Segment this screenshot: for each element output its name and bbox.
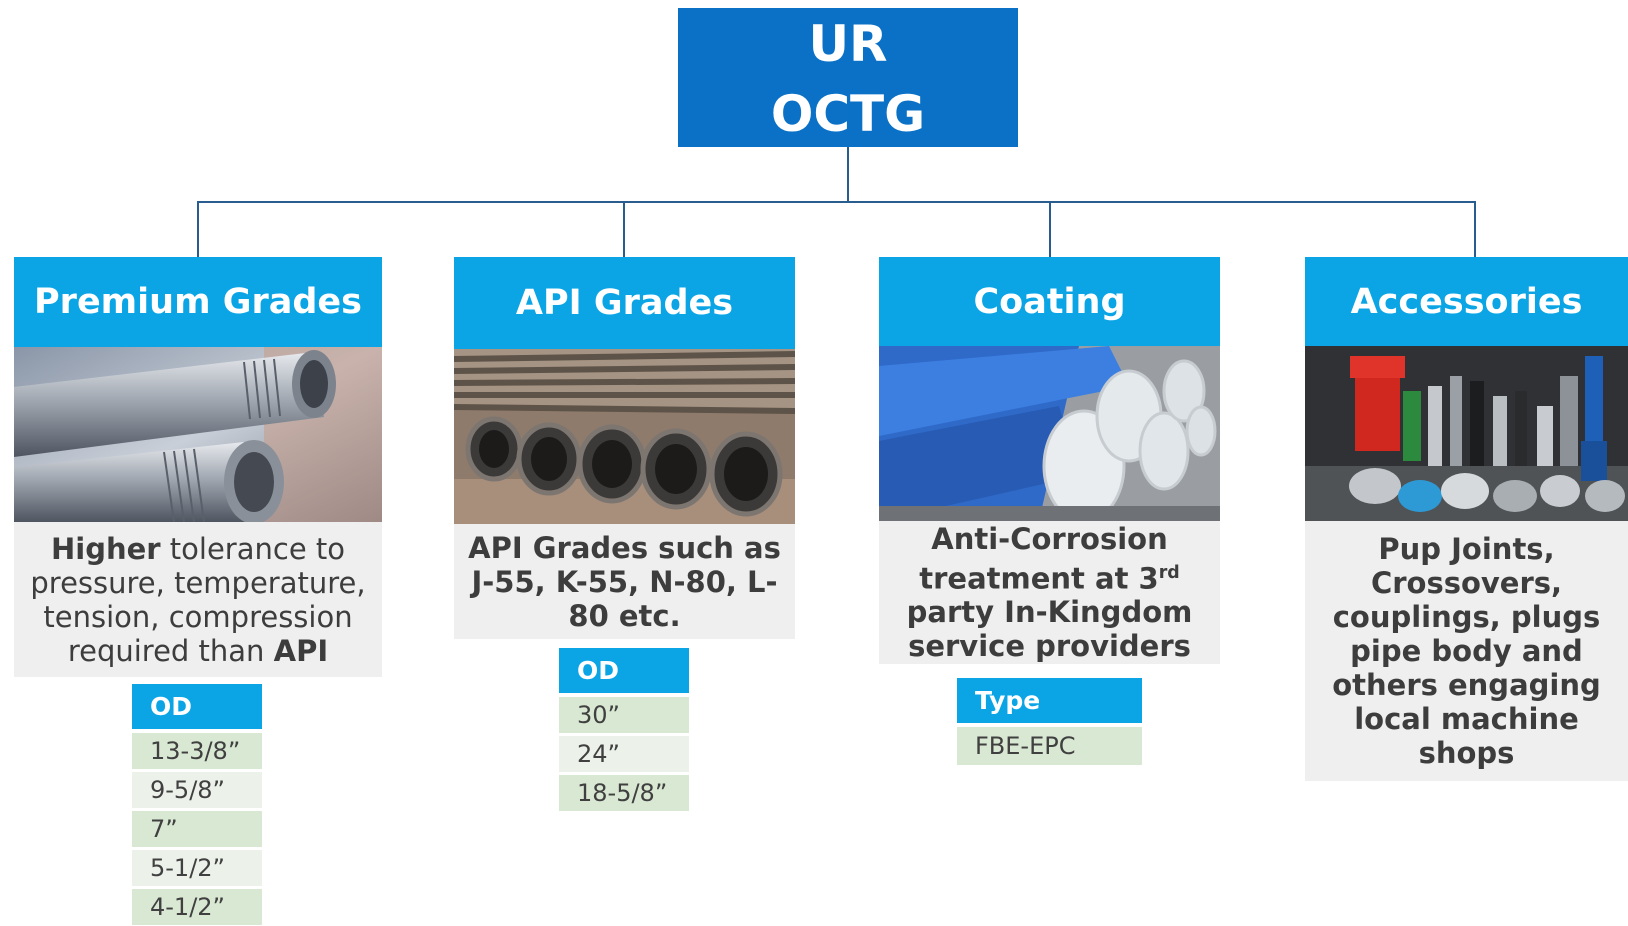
api-od-row-1: 30” bbox=[559, 697, 689, 733]
premium-desc-bold-higher: Higher bbox=[50, 531, 161, 566]
coating-desc-part2: party In-Kingdom service providers bbox=[906, 595, 1193, 664]
premium-pipe-photo bbox=[14, 347, 382, 522]
api-od-row-2: 24” bbox=[559, 736, 689, 772]
api-grades-description: API Grades such as J-55, K-55, N-80, L-8… bbox=[454, 524, 795, 639]
premium-od-row-4: 5-1/2” bbox=[132, 850, 262, 886]
coating-pipe-photo bbox=[879, 346, 1220, 521]
api-od-header: OD bbox=[559, 648, 689, 693]
api-pipe-photo bbox=[454, 349, 795, 524]
premium-od-row-1: 13-3/8” bbox=[132, 733, 262, 769]
premium-grades-description: Higher tolerance to pressure, temperatur… bbox=[14, 522, 382, 677]
connector-coating bbox=[1049, 201, 1051, 257]
root-title-line1: UR bbox=[808, 15, 888, 73]
connector-horizontal bbox=[197, 201, 1476, 203]
premium-desc-bold-api: API bbox=[273, 633, 329, 668]
connector-accessories bbox=[1474, 201, 1476, 257]
api-od-row-3: 18-5/8” bbox=[559, 775, 689, 811]
accessories-header: Accessories bbox=[1305, 257, 1628, 346]
premium-grades-header: Premium Grades bbox=[14, 257, 382, 347]
accessories-description: Pup Joints, Crossovers, couplings, plugs… bbox=[1305, 521, 1628, 781]
coating-header: Coating bbox=[879, 257, 1220, 346]
coating-desc-part1: Anti-Corrosion treatment at 3 bbox=[919, 521, 1168, 596]
coating-description: Anti-Corrosion treatment at 3rd party In… bbox=[879, 521, 1220, 664]
premium-od-header: OD bbox=[132, 684, 262, 729]
coating-type-header: Type bbox=[957, 678, 1142, 723]
accessories-photo bbox=[1305, 346, 1628, 521]
root-title-line2: OCTG bbox=[770, 85, 926, 143]
premium-od-row-3: 7” bbox=[132, 811, 262, 847]
premium-od-row-2: 9-5/8” bbox=[132, 772, 262, 808]
connector-premium bbox=[197, 201, 199, 257]
connector-root-stem bbox=[847, 147, 849, 202]
coating-desc-superscript: rd bbox=[1158, 562, 1180, 583]
root-node: UR OCTG bbox=[678, 8, 1018, 147]
api-grades-header: API Grades bbox=[454, 257, 795, 349]
coating-type-row-1: FBE-EPC bbox=[957, 727, 1142, 765]
premium-od-row-5: 4-1/2” bbox=[132, 889, 262, 925]
premium-desc-text: tolerance to pressure, temperature, tens… bbox=[30, 531, 366, 668]
connector-api bbox=[623, 201, 625, 257]
